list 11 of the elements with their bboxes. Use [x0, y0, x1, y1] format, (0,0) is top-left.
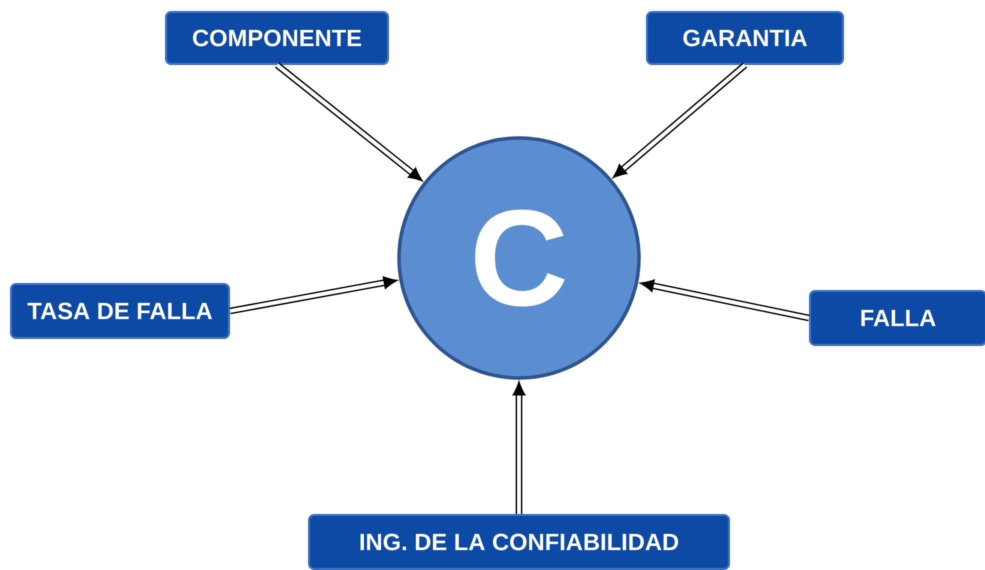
arrow: [640, 279, 810, 322]
circle-node: C: [397, 136, 641, 380]
arrow: [512, 382, 526, 514]
arrow: [612, 62, 748, 178]
label-box: FALLA: [808, 290, 985, 346]
label-box: COMPONENTE: [164, 10, 390, 66]
label-box: TASA DE FALLA: [10, 282, 230, 340]
arrow: [229, 276, 398, 314]
label-box: ING. DE LA CONFIABILIDAD: [308, 514, 730, 570]
label-box: GARANTIA: [646, 10, 844, 66]
arrow: [274, 62, 423, 182]
